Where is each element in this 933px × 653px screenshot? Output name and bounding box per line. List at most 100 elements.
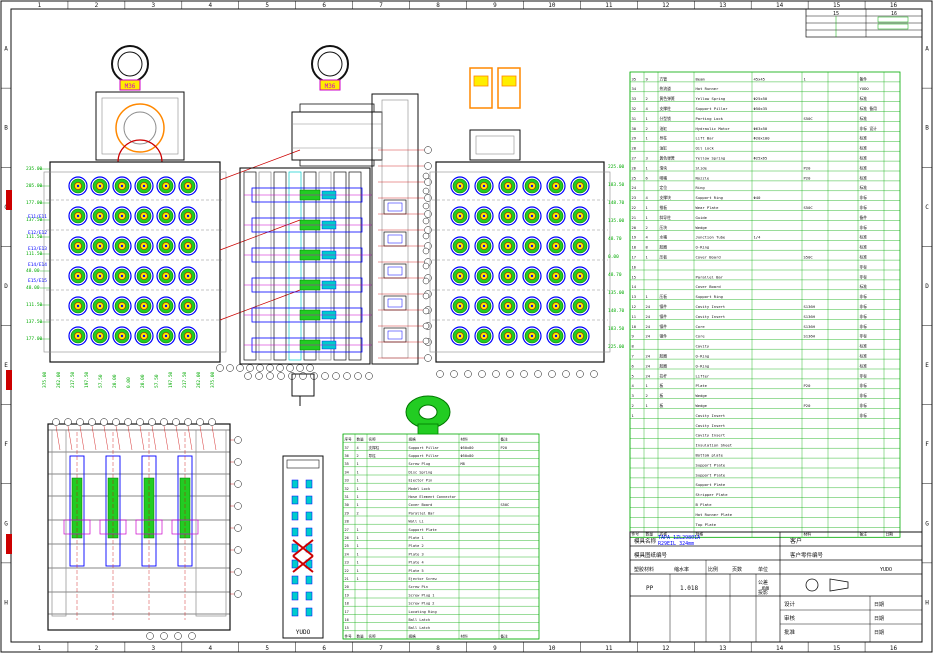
bom-cell: Oil Lock [696,146,715,151]
bom-cell: 件号 [345,633,353,638]
bom-cell: 34 [345,470,349,474]
bom-cell: Stripper Plate [696,492,729,497]
orange-detail-part [469,67,521,161]
bom-cell: S136H [804,304,816,309]
cavity-ring [90,266,110,286]
bom-cell: 标准 [860,116,868,121]
bom-cell: 压板 [660,294,668,299]
grid-row-label: A [4,46,8,53]
grid-row-label: C [925,204,929,211]
bom-cell: B Plate [696,502,713,507]
dimension-label: 111.50 [26,234,43,240]
dimension-label: 217.50 [70,371,76,388]
bom-cell: 标准 [860,156,868,161]
bom-cell: 非标 [860,393,868,398]
bom-cell: 1 [804,76,807,81]
svg-text:模具图纸编号: 模具图纸编号 [634,551,668,559]
svg-text:客户零件编号: 客户零件编号 [790,551,824,559]
bom-cell: 板 [660,393,664,398]
bom-cell: Cavity Insert [696,423,726,428]
grid-col-label: 15 [833,2,841,9]
bom-cell: 镶件 [660,314,668,319]
bom-cell: 15 [632,274,637,279]
svg-text:批准: 批准 [784,628,796,636]
bom-cell: 非标 [860,413,868,418]
bom-cell: Φ25x65 [754,156,768,161]
bom-cell: 拉杆 [660,373,668,378]
bom-cell: 17 [632,255,637,260]
cavity-ring [90,176,110,196]
bom-cell: 件号 [632,532,640,537]
bom-cell: 定位 [660,185,668,190]
cavity-ring [570,296,590,316]
bom-cell: 唧嘴 [660,175,668,180]
cavity-ring [68,206,88,226]
grid-row-label: D [925,283,929,290]
bom-cell: 标准 [860,96,868,101]
grid-col-label: 1 [38,645,42,652]
grid-row-label: D [4,283,8,290]
bom-cell: 28 [632,146,637,151]
grid-row-label: B [4,125,8,132]
bom-cell: 非标 [860,304,868,309]
bom-cell: Plate 5 [409,569,424,573]
grid-col-label: 6 [322,2,326,9]
dimension-label: 197.50 [84,371,90,388]
bom-cell: 28 [345,520,349,524]
bom-cell: Support Plate [696,462,726,467]
bom-cell: 33 [632,96,637,101]
bom-cell: 35 [632,76,637,81]
bom-cell: 1 [646,215,649,220]
bom-cell: 标准 [860,146,868,151]
svg-text:15: 15 [833,11,839,17]
cavity-ring [178,326,198,346]
bom-cell: S50C [804,255,813,260]
bom-cell: 1 [646,116,649,121]
cavity-ring [474,326,494,346]
bom-cell: 25 [345,544,349,548]
grid-row-label: H [4,599,8,606]
bom-cell: 滑块 [660,165,668,170]
dimension-label: 225.00 [608,344,625,350]
bom-cell: 方管 [660,76,668,81]
bom-cell: Wedge [696,403,708,408]
cavity-ring [498,176,518,196]
grid-col-label: 12 [662,2,670,9]
bom-cell: 镶件 [660,334,668,339]
bom-cell: 6 [646,175,649,180]
bom-cell: S50C [804,205,813,210]
bom-cell: Screw Plug 2 [409,602,435,606]
bom-cell: 1 [357,462,359,466]
bom-cell: 1 [357,552,359,556]
region-label: E13/E13 [28,246,47,252]
bom-cell: 支撑块 [660,195,672,200]
bom-cell: 板 [660,403,664,408]
bom-cell: 非标 [860,195,868,200]
bom-cell: Screw Pin [409,585,428,589]
bom-cell: Slide [696,165,708,170]
bom-cell: 标准 [860,284,868,289]
bom-cell: P20 [804,165,812,170]
bom-cell: 规格 [409,633,417,638]
bom-cell: 24 [345,552,349,556]
bom-cell: 材料 [804,532,812,537]
projection-symbol-cone [829,578,849,592]
bom-cell: 37 [345,446,349,450]
bom-cell: Hot Runner Plate [696,512,733,517]
bom-cell: Screw Plug 1 [409,593,435,597]
bom-cell: 35 [345,462,349,466]
svg-text:缩水率: 缩水率 [674,566,689,573]
bom-cell: S50C [501,503,510,507]
bom-cell: Parallel Bar [409,511,436,515]
cavity-ring [498,206,518,226]
bom-cell: 9 [632,334,635,339]
bom-cell: 名称 [369,633,377,638]
dimension-label: 137.50 [26,319,43,325]
grid-col-label: 13 [719,645,727,652]
bom-cell: P20 [501,446,508,450]
bom-cell: 24 [646,363,651,368]
bom-cell: P20 [804,403,812,408]
